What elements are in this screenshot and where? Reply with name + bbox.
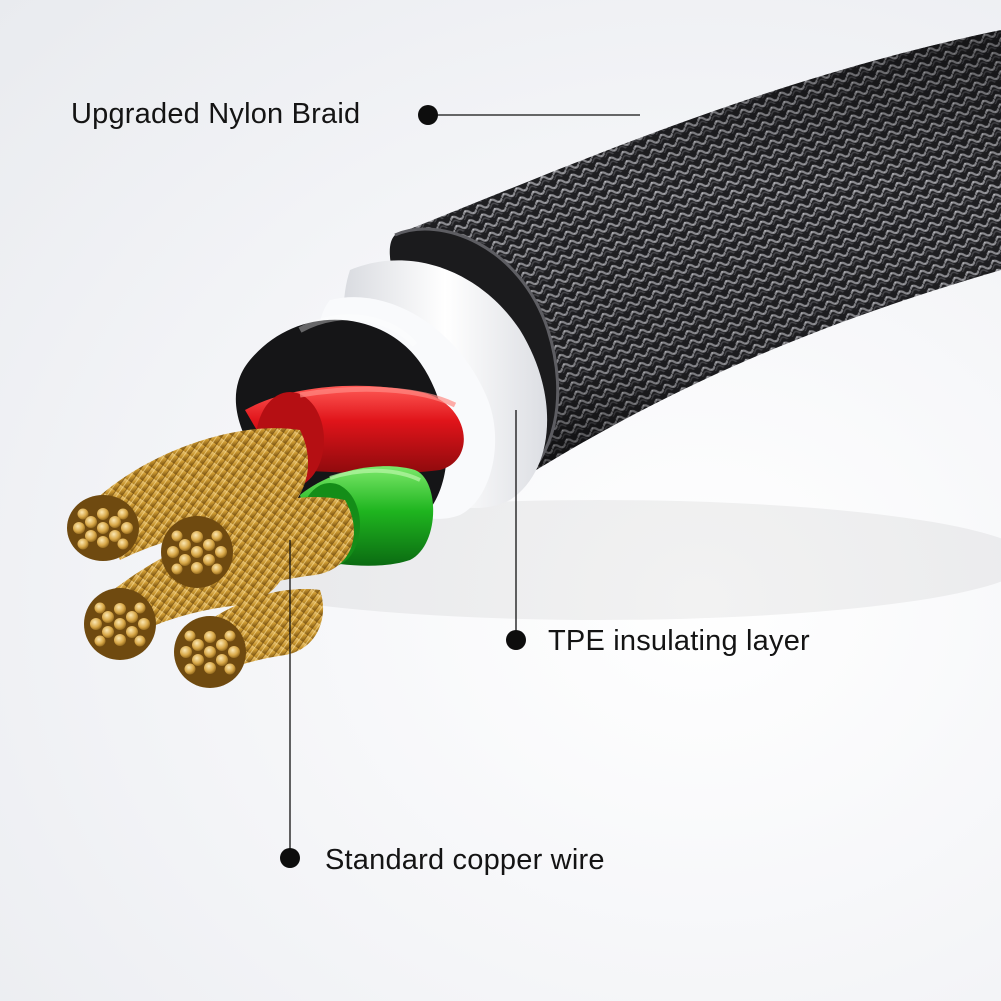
callout-dot-copper [280,848,300,868]
copper-conductors [67,428,354,688]
copper-strand-end-1 [67,495,139,561]
copper-strand-end-2 [84,588,156,660]
callout-dot-tpe [506,630,526,650]
label-nylon-braid: Upgraded Nylon Braid [71,98,361,130]
leader-copper [280,540,300,868]
copper-strand-end-4 [174,616,246,688]
label-tpe-layer: TPE insulating layer [548,625,810,657]
leader-braid [418,105,640,125]
callout-dot-braid [418,105,438,125]
leader-tpe [506,410,526,650]
copper-strand-end-3 [161,516,233,588]
label-copper-wire: Standard copper wire [325,844,605,876]
